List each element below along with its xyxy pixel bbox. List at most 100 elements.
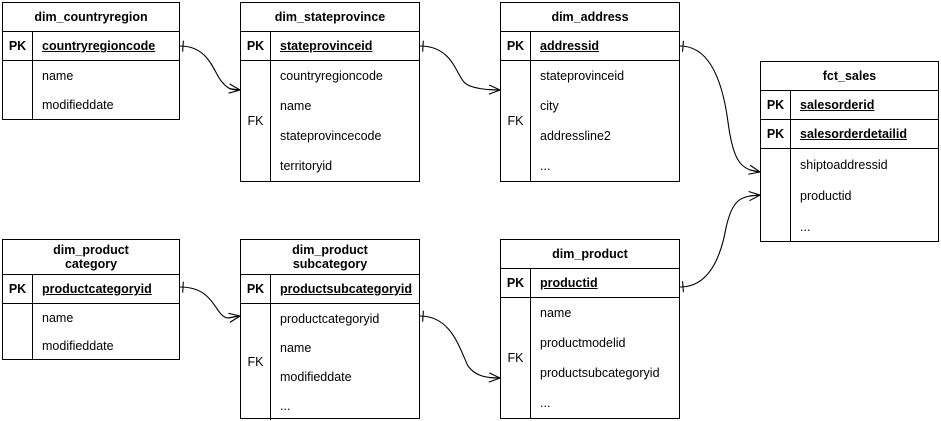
field-row[interactable]: name <box>280 99 312 113</box>
cardinality-many-prong-0 <box>229 315 241 319</box>
cardinality-many-prong-1 <box>488 377 501 383</box>
entity-title-fct_sales: fct_sales <box>761 62 938 91</box>
relationship-rel-productsubcategory-product <box>419 310 501 383</box>
field-row[interactable]: productid <box>800 188 852 203</box>
field-row[interactable]: stateprovincecode <box>280 129 382 143</box>
field-row[interactable]: productcategoryid <box>280 311 380 326</box>
cardinality-many-prong-2 <box>748 190 761 196</box>
field-row[interactable]: name <box>280 340 312 355</box>
key-label-fk: FK <box>501 61 531 181</box>
entity-body-fct_sales: shiptoaddressid productid... <box>761 149 938 242</box>
pk-row-fct_sales-salesorderdetailid[interactable]: PK salesorderdetailid <box>761 120 938 149</box>
cardinality-many-prong-1 <box>749 194 761 202</box>
entity-body-dim_productsubcategory: FK productcategoryid name modifieddate... <box>241 304 419 420</box>
entity-rows-dim_productcategory: PK productcategoryid name modifieddate <box>3 275 179 360</box>
field-column: name modifieddate <box>33 61 179 119</box>
cardinality-many-prong-1 <box>748 171 761 175</box>
pk-row-dim_productcategory-productcategoryid[interactable]: PK productcategoryid <box>3 275 179 304</box>
entity-title-dim_address: dim_address <box>501 3 679 32</box>
entity-body-dim_product: FK name productmodelid productsubcategoryid… <box>501 298 679 418</box>
field-row[interactable]: countryregioncode <box>280 69 383 83</box>
field-name: salesorderdetailid <box>800 127 907 141</box>
cardinality-one-marker <box>682 281 684 293</box>
field-row[interactable]: productmodelid <box>540 336 626 350</box>
cardinality-many-prong-0 <box>749 169 761 173</box>
key-label-pk: PK <box>761 120 791 148</box>
key-label-pk: PK <box>501 269 531 297</box>
key-label-pk: PK <box>3 32 33 60</box>
field-row[interactable]: name <box>42 68 74 83</box>
field-name: addressid <box>540 39 600 53</box>
cardinality-one-marker <box>422 40 424 52</box>
field-row[interactable]: modifieddate <box>280 369 352 384</box>
cardinality-many-prong-2 <box>749 164 761 173</box>
field-name: productsubcategoryid <box>280 282 412 296</box>
cardinality-one-marker <box>182 40 184 52</box>
field-row[interactable]: modifieddate <box>42 339 114 353</box>
key-label-fk: FK <box>501 298 531 418</box>
relationship-line <box>419 45 501 91</box>
cardinality-many-prong-0 <box>749 194 761 197</box>
cardinality-one-marker <box>681 40 684 52</box>
field-column: shiptoaddressid productid... <box>791 149 938 242</box>
entity-body-dim_productcategory: name modifieddate <box>3 304 179 360</box>
cardinality-one-marker <box>422 310 424 322</box>
entity-body-dim_countryregion: name modifieddate <box>3 61 179 119</box>
field-row[interactable]: ... <box>800 219 811 234</box>
field-row[interactable]: productsubcategoryid <box>540 366 660 380</box>
field-row[interactable]: city <box>540 99 559 113</box>
key-label-pk: PK <box>3 275 33 303</box>
field-row[interactable]: shiptoaddressid <box>800 157 888 172</box>
field-row[interactable]: addressline2 <box>540 129 611 143</box>
pk-row-dim_address-addressid[interactable]: PK addressid <box>501 32 679 61</box>
field-row[interactable]: ... <box>280 398 291 413</box>
field-row[interactable]: stateprovinceid <box>540 69 625 83</box>
pk-row-dim_product-productid[interactable]: PK productid <box>501 269 679 298</box>
relationship-rel-stateprovince-address <box>419 40 501 95</box>
cardinality-many-prong-1 <box>229 315 241 323</box>
field-row[interactable]: modifieddate <box>42 97 114 112</box>
entity-body-dim_address: FK stateprovinceid city addressline2... <box>501 61 679 181</box>
relationship-line <box>179 45 241 91</box>
field-name: stateprovinceid <box>280 39 373 53</box>
relationship-rel-product-fctsales <box>679 190 761 293</box>
field-name: productcategoryid <box>42 282 152 296</box>
field-row[interactable]: ... <box>540 396 551 410</box>
field-row[interactable]: ... <box>540 159 551 173</box>
entity-title-dim_productsubcategory: dim_product subcategory <box>241 240 419 275</box>
cardinality-many-prong-1 <box>488 89 501 95</box>
key-label-fk: FK <box>241 304 271 420</box>
key-label-fk: FK <box>241 61 271 181</box>
key-label-none <box>761 149 791 242</box>
relationship-rel-productcategory-productsubcategory <box>179 281 241 323</box>
field-name: productid <box>540 276 598 290</box>
relationship-rel-countryregion-stateprovince <box>179 40 241 94</box>
field-row[interactable]: name <box>540 306 572 320</box>
field-column: countryregioncode name stateprovincecode te… <box>271 61 419 181</box>
entity-title-dim_countryregion: dim_countryregion <box>3 3 179 32</box>
field-name: salesorderid <box>800 98 875 112</box>
entity-title-dim_product: dim_product <box>501 240 679 269</box>
key-label-none <box>3 61 33 119</box>
field-row[interactable]: name <box>42 311 74 325</box>
key-label-pk: PK <box>501 32 531 60</box>
relationship-rel-address-fctsales <box>679 40 761 175</box>
field-row[interactable]: territoryid <box>280 159 333 173</box>
